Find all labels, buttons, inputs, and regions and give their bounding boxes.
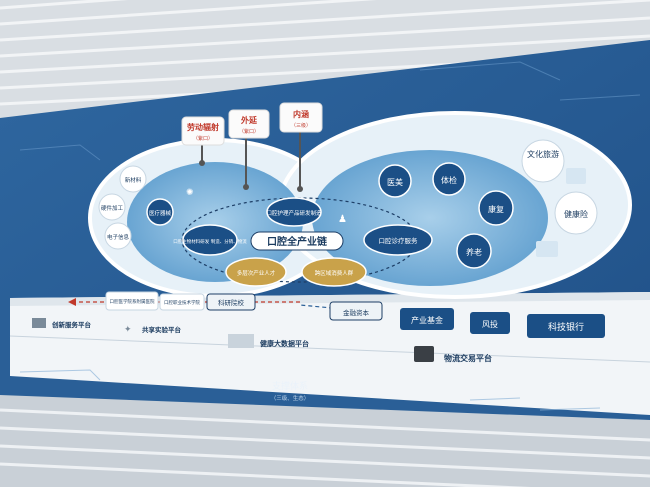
svg-text:产业基金: 产业基金 (411, 315, 443, 325)
top-label-3-sub: （三级） (291, 122, 311, 129)
top-label-1: 劳动辐射 （紫口） (181, 116, 225, 166)
top-label-2: 外延 （紫口） (228, 109, 270, 190)
svg-text:口腔全产业链: 口腔全产业链 (267, 235, 328, 248)
arrow-label-3: 科研院校 (206, 293, 256, 311)
gear-icon: ✺ (186, 188, 194, 198)
finance-1: 产业基金 (400, 308, 454, 330)
arrow-label-1: 口腔医学院系附属医院 (105, 291, 159, 311)
svg-text:医美: 医美 (387, 177, 403, 187)
right-node-1: 医美 (378, 164, 412, 198)
finance-2: 风投 (470, 312, 510, 334)
svg-text:医疗器械: 医疗器械 (149, 209, 172, 217)
building-icon (566, 168, 586, 184)
inner-node-2: 口腔生物材料研发 制造、分销、物流 (173, 224, 247, 256)
svg-text:健康险: 健康险 (564, 209, 588, 219)
top-label-2-sub: （紫口） (239, 129, 259, 135)
inner-node-4: 多层次产业人才 (225, 257, 287, 287)
svg-text:健康大数据平台: 健康大数据平台 (260, 339, 309, 348)
svg-text:口腔生物材料研发 制造、分销、物流: 口腔生物材料研发 制造、分销、物流 (173, 238, 247, 245)
left-side-1: 新材料 (119, 165, 147, 193)
left-side-2: 硬件加工 (98, 193, 126, 221)
platform-2: ✦ 共享实验平台 (124, 325, 182, 335)
platform-4: 物流交易平台 (414, 346, 492, 363)
svg-text:口腔护理产品研发制造: 口腔护理产品研发制造 (266, 209, 322, 217)
svg-text:养老: 养老 (466, 247, 482, 257)
support-title: 支撑体系 （三级、生态） (271, 380, 310, 402)
svg-text:支撑体系: 支撑体系 (272, 380, 308, 392)
finance-3: 科技银行 (527, 314, 605, 338)
arrow-label-2: 口腔职业技术学院 (159, 293, 205, 311)
inner-node-5: 跨区域消费人群 (301, 257, 367, 287)
top-label-3: 内涵 （三级） (279, 102, 323, 192)
svg-text:创新服务平台: 创新服务平台 (51, 320, 92, 329)
top-label-1-sub: （紫口） (193, 136, 213, 142)
svg-text:物流交易平台: 物流交易平台 (444, 353, 492, 363)
svg-text:口腔诊疗服务: 口腔诊疗服务 (379, 236, 419, 245)
svg-text:体检: 体检 (441, 175, 457, 185)
left-inner-1: 医疗器械 (146, 198, 174, 226)
top-label-1-main: 劳动辐射 (187, 122, 219, 132)
right-node-3: 康复 (478, 190, 514, 226)
svg-text:口腔医学院系附属医院: 口腔医学院系附属医院 (110, 298, 155, 305)
person-icon: ♟ (338, 214, 347, 225)
svg-text:（三级、生态）: （三级、生态） (271, 394, 310, 402)
svg-text:金融资本: 金融资本 (343, 308, 370, 317)
svg-text:共享实验平台: 共享实验平台 (142, 325, 182, 334)
bulb-icon: ✦ (124, 325, 132, 335)
svg-text:文化旅游: 文化旅游 (527, 149, 559, 159)
svg-text:科技银行: 科技银行 (548, 321, 584, 333)
svg-text:康复: 康复 (488, 204, 504, 214)
svg-text:电子信息: 电子信息 (107, 233, 130, 241)
svg-text:口腔职业技术学院: 口腔职业技术学院 (164, 299, 200, 306)
right-node-4: 养老 (456, 233, 492, 269)
top-label-2-main: 外延 (241, 115, 258, 125)
inner-node-1: 口腔护理产品研发制造 (266, 197, 322, 227)
svg-text:跨区域消费人群: 跨区域消费人群 (315, 269, 354, 277)
right-node-2: 体检 (432, 162, 466, 196)
platform-1: 创新服务平台 (32, 318, 92, 329)
platform-3: 健康大数据平台 (228, 334, 309, 348)
svg-text:新材料: 新材料 (125, 176, 142, 184)
arrow-label-4: 金融资本 (329, 301, 383, 321)
svg-text:风投: 风投 (482, 319, 498, 329)
center-title: 口腔全产业链 (250, 231, 344, 251)
top-label-3-main: 内涵 (293, 109, 309, 119)
svg-text:多层次产业人才: 多层次产业人才 (237, 269, 276, 277)
left-inner-ellipse (127, 162, 303, 282)
computer-icon (414, 346, 434, 362)
right-outer-2: 健康险 (554, 191, 598, 235)
document-icon (536, 241, 558, 257)
svg-text:科研院校: 科研院校 (218, 298, 245, 307)
inner-node-3: 口腔诊疗服务 (363, 224, 433, 256)
left-side-3: 电子信息 (104, 222, 132, 250)
svg-text:硬件加工: 硬件加工 (101, 204, 124, 212)
right-outer-1: 文化旅游 (521, 139, 565, 183)
